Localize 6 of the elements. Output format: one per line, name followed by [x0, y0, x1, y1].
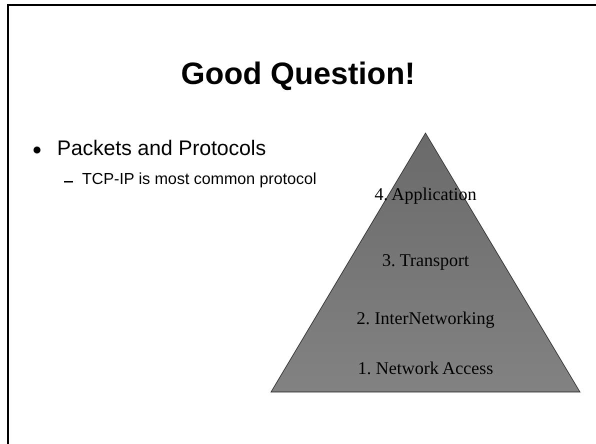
layer-label: 1. Network Access — [356, 359, 494, 377]
layer-label: 3. Transport — [380, 251, 470, 269]
bullet-text: Packets and Protocols — [57, 137, 266, 161]
layer-label: 2. InterNetworking — [356, 309, 496, 327]
sub-bullet-text: TCP-IP is most common protocol — [82, 171, 316, 189]
slide-title: Good Question! — [180, 56, 416, 92]
